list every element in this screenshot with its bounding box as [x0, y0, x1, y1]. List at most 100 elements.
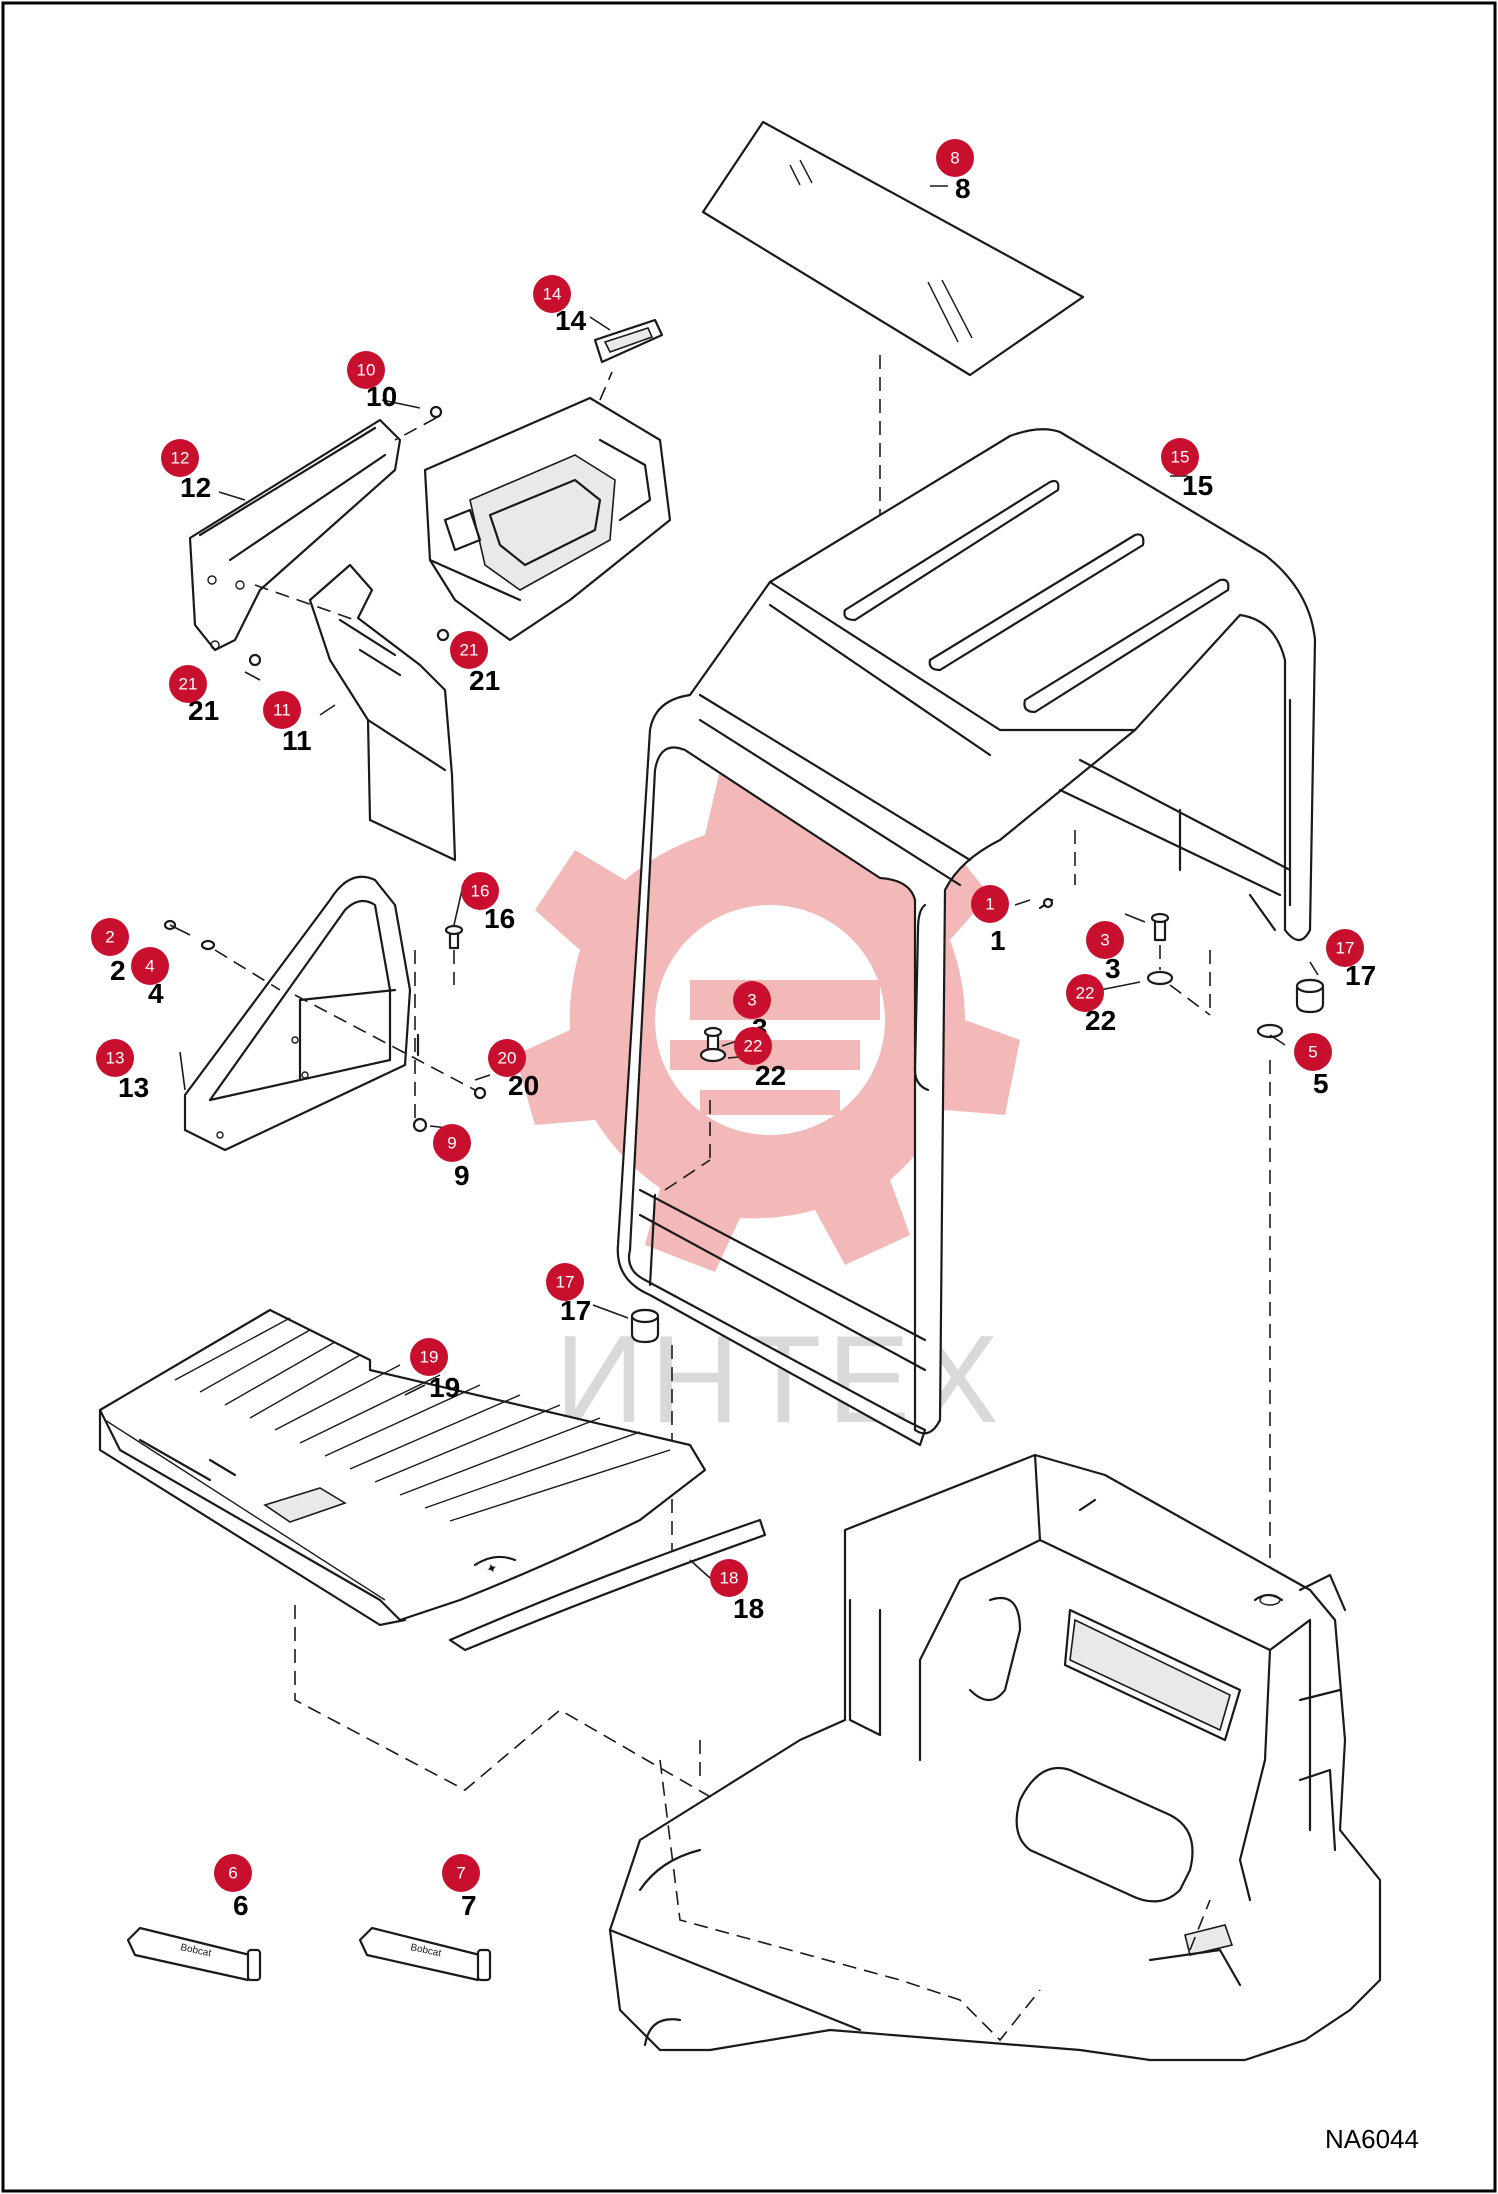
callout-label: 7 [456, 1864, 465, 1883]
part-number-21: 21 [469, 665, 500, 696]
callout-label: 22 [744, 1037, 763, 1056]
callout-10[interactable]: 10 [347, 351, 385, 389]
callout-circle [488, 1039, 526, 1077]
callout-circle [461, 872, 499, 910]
callout-3[interactable]: 3 [733, 981, 771, 1019]
callout-circle [1086, 921, 1124, 959]
callout-label: 13 [106, 1049, 125, 1068]
callout-circle [1161, 438, 1199, 476]
callout-circle [450, 631, 488, 669]
bolt-washer-left [699, 1026, 727, 1063]
callout-label: 9 [447, 1134, 456, 1153]
rubber-pad-left [630, 1308, 660, 1344]
callout-label: 14 [543, 285, 562, 304]
bolt-part-1 [1038, 897, 1054, 910]
part-number-6: 6 [233, 1890, 249, 1921]
part-number-4: 4 [148, 978, 164, 1009]
part-number-18: 18 [733, 1593, 764, 1624]
part-number-13: 13 [118, 1072, 149, 1103]
part-number-1: 1 [990, 925, 1006, 956]
callout-circle [442, 1854, 480, 1892]
screw-part-20 [473, 1086, 487, 1100]
nut-part-21-left [248, 653, 262, 667]
dash-housing [423, 396, 672, 642]
callout-21[interactable]: 21 [450, 631, 488, 669]
diagram-code: NA6044 [1325, 2124, 1419, 2154]
nut-part-21-right [436, 628, 450, 642]
part-number-7: 7 [461, 1890, 477, 1921]
callout-circle [96, 1039, 134, 1077]
callout-circle [936, 139, 974, 177]
callout-label: 18 [720, 1569, 739, 1588]
part-number-11: 11 [282, 725, 312, 756]
glass-panel-part-8 [701, 120, 1085, 377]
callout-3[interactable]: 3 [1086, 921, 1124, 959]
callout-11[interactable]: 11 [263, 691, 301, 729]
callout-circle [214, 1854, 252, 1892]
sealant-tube-part-7: Bobcat [358, 1926, 492, 1982]
callout-16[interactable]: 16 [461, 872, 499, 910]
callout-label: 3 [1100, 931, 1109, 950]
callout-circle [169, 665, 207, 703]
callout-9[interactable]: 9 [433, 1124, 471, 1162]
callout-label: 22 [1076, 984, 1095, 1003]
nut-part-4 [200, 939, 216, 951]
part-number-5: 5 [1313, 1068, 1329, 1099]
callout-circle [91, 918, 129, 956]
callout-label: 4 [145, 957, 154, 976]
callout-21[interactable]: 21 [169, 665, 207, 703]
sealant-tube-part-6: Bobcat [126, 1926, 262, 1982]
callout-circle [971, 885, 1009, 923]
callout-22[interactable]: 22 [1066, 974, 1104, 1012]
callout-label: 12 [171, 449, 190, 468]
part-number-16: 16 [484, 903, 515, 934]
callout-4[interactable]: 4 [131, 947, 169, 985]
callout-8[interactable]: 8 [936, 139, 974, 177]
washer-part-5 [1256, 1023, 1284, 1039]
callout-1[interactable]: 1 [971, 885, 1009, 923]
callout-label: 11 [273, 701, 291, 720]
bolt-washer-right [1146, 912, 1174, 986]
side-panel-part-13 [183, 875, 412, 1152]
callout-22[interactable]: 22 [734, 1027, 772, 1065]
callout-circle [733, 981, 771, 1019]
callout-circle [410, 1338, 448, 1376]
callout-circle [734, 1027, 772, 1065]
callout-19[interactable]: 19 [410, 1338, 448, 1376]
callout-14[interactable]: 14 [533, 275, 571, 313]
callout-13[interactable]: 13 [96, 1039, 134, 1077]
part-number-19: 19 [429, 1372, 460, 1403]
floor-mat-logo: ✦ [484, 1559, 501, 1578]
nut-part-9 [412, 1117, 428, 1133]
callout-label: 15 [1171, 448, 1190, 467]
part-number-2: 2 [110, 955, 126, 986]
callout-label: 16 [471, 882, 490, 901]
callout-7[interactable]: 7 [442, 1854, 480, 1892]
rubber-pad-right [1295, 978, 1325, 1014]
callout-17[interactable]: 17 [546, 1263, 584, 1301]
callout-2[interactable]: 2 [91, 918, 129, 956]
callout-circle [131, 947, 169, 985]
callout-6[interactable]: 6 [214, 1854, 252, 1892]
callout-circle [710, 1559, 748, 1597]
callout-label: 5 [1308, 1043, 1317, 1062]
callout-label: 17 [1336, 939, 1355, 958]
callout-circle [546, 1263, 584, 1301]
callout-circle [263, 691, 301, 729]
callout-20[interactable]: 20 [488, 1039, 526, 1077]
callout-12[interactable]: 12 [161, 439, 199, 477]
callout-label: 10 [357, 361, 376, 380]
callout-circle [1294, 1033, 1332, 1071]
machine-base [608, 1453, 1382, 2062]
cab-frame-part-15 [616, 428, 1317, 1447]
bolt-part-16 [444, 924, 464, 950]
callout-label: 6 [228, 1864, 237, 1883]
callout-15[interactable]: 15 [1161, 438, 1199, 476]
callout-5[interactable]: 5 [1294, 1033, 1332, 1071]
callout-label: 3 [747, 991, 756, 1010]
callout-18[interactable]: 18 [710, 1559, 748, 1597]
callout-label: 2 [105, 928, 114, 947]
callout-17[interactable]: 17 [1326, 929, 1364, 967]
